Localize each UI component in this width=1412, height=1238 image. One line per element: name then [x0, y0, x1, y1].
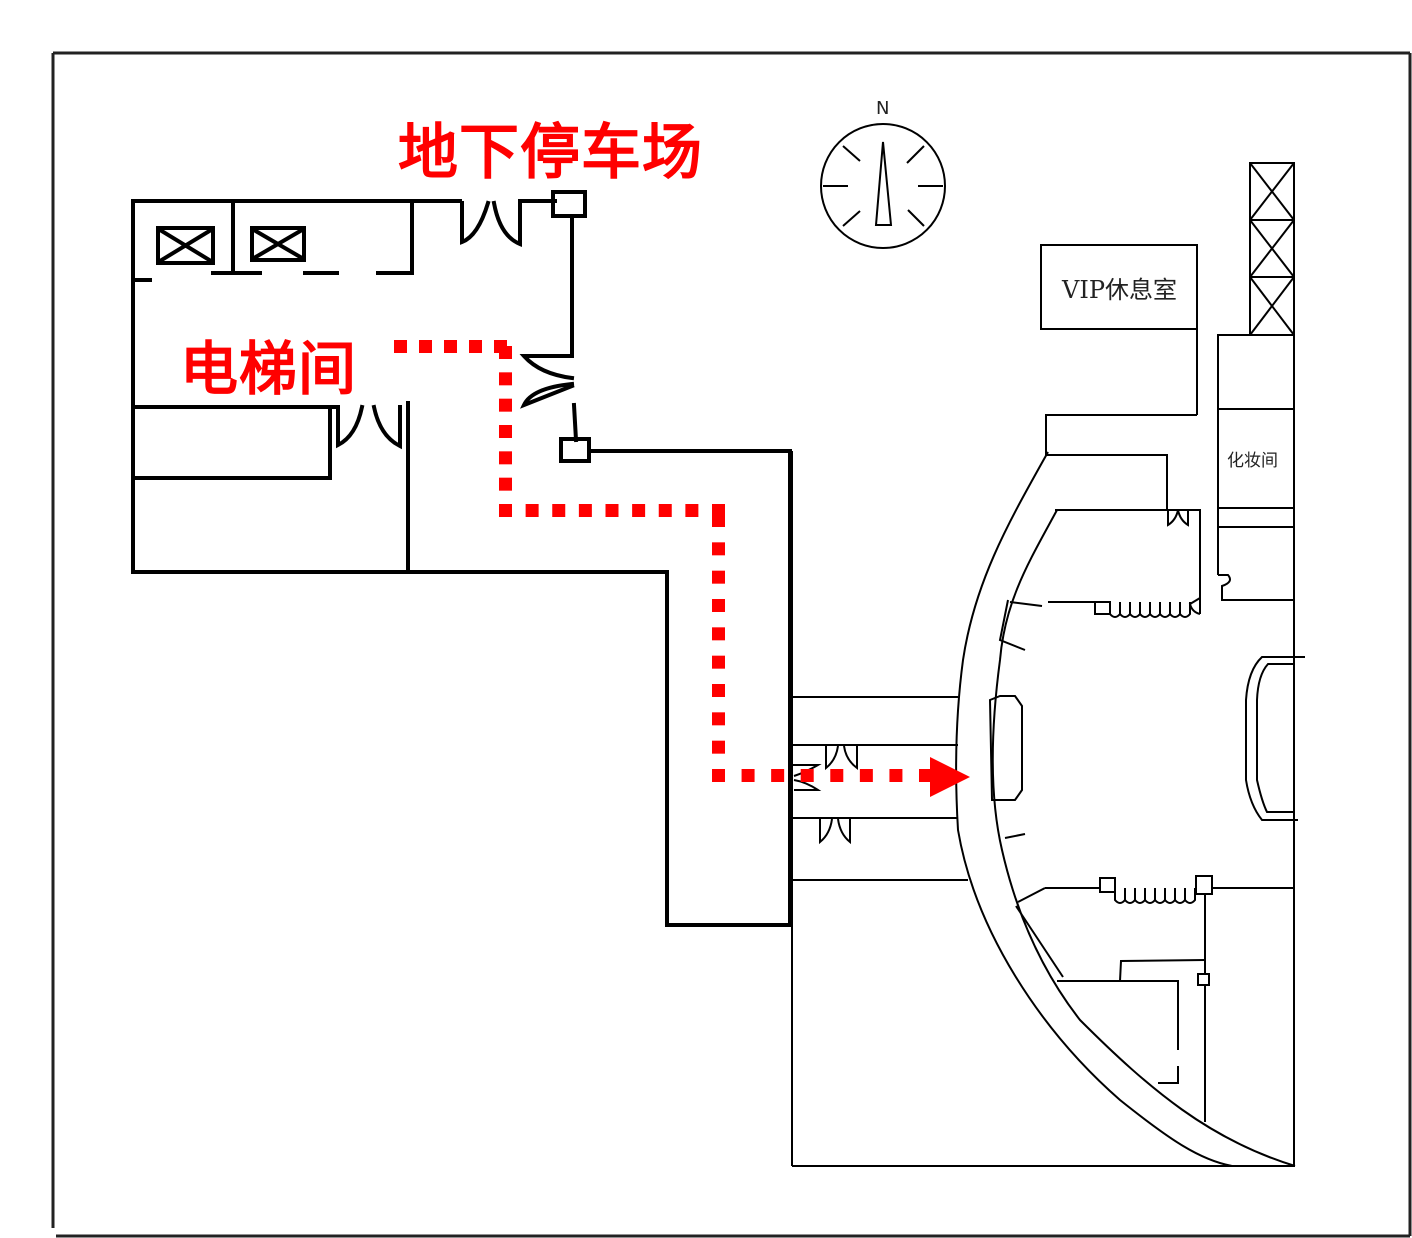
door-icon: [519, 354, 575, 409]
route-dot: [919, 769, 932, 782]
route-dot: [658, 504, 672, 517]
elevator-icon: [156, 226, 215, 265]
makeup-room-label: 化妆间: [1227, 451, 1278, 471]
door-leaf: [1159, 602, 1171, 618]
route-dot: [859, 769, 873, 782]
door-leaf: [1129, 602, 1141, 618]
compass-icon: [820, 123, 946, 249]
route-dot: [771, 769, 785, 782]
route-dot: [499, 451, 512, 465]
venue-walls: [955, 162, 1305, 1167]
route-dot: [830, 769, 844, 782]
elevator-hall-walls: [131, 190, 792, 927]
route-dot: [394, 340, 407, 353]
column-icon: [1094, 601, 1213, 986]
door-leaf: [1124, 888, 1136, 904]
vip-lounge-label: VIP休息室: [1062, 276, 1177, 304]
route-dot: [712, 504, 725, 517]
door-leaf: [1174, 888, 1186, 904]
door-leaf: [1154, 888, 1166, 904]
route-dot: [712, 627, 725, 641]
door-leaf: [1169, 602, 1181, 618]
door-leaf: [1109, 602, 1121, 618]
door-row-icon: [1109, 602, 1196, 904]
route-dot: [741, 769, 755, 782]
route-dot: [605, 504, 619, 517]
door-leaf: [1184, 888, 1196, 904]
route-dot: [552, 504, 566, 517]
door-icon: [1167, 509, 1201, 615]
door-leaf: [1139, 602, 1151, 618]
route-dot: [889, 769, 903, 782]
route-dot: [712, 740, 725, 754]
route-path: [394, 340, 932, 782]
door-leaf: [1144, 888, 1156, 904]
door-leaf: [1114, 888, 1126, 904]
route-dot: [499, 477, 512, 491]
door-leaf: [1134, 888, 1146, 904]
elevator-icon: [250, 226, 306, 262]
route-dot: [499, 346, 512, 359]
route-dot: [712, 542, 725, 556]
route-dot: [499, 504, 512, 517]
route-dot: [712, 599, 725, 612]
route-dot: [712, 712, 725, 726]
door-icon: [793, 745, 858, 845]
door-icon: [460, 200, 522, 247]
route-dot: [499, 425, 512, 438]
elevator-hall-label: 电梯间: [180, 335, 358, 403]
route-dot: [800, 769, 814, 782]
route-dot: [444, 340, 457, 353]
route-dot: [712, 769, 725, 782]
route-dot: [685, 504, 699, 517]
map-frame: [51, 51, 1412, 1238]
route-arrow-icon: [930, 757, 970, 797]
door-icon: [336, 404, 402, 450]
door-leaf: [1164, 888, 1176, 904]
route-dot: [499, 372, 512, 386]
route-dot: [632, 504, 646, 517]
route-dot: [499, 398, 512, 412]
door-leaf: [1179, 602, 1191, 618]
route-dot: [712, 570, 725, 584]
door-leaf: [1149, 602, 1161, 618]
route-dot: [712, 655, 725, 669]
route-dot: [712, 684, 725, 697]
route-dot: [419, 340, 432, 353]
route-dot: [525, 504, 539, 517]
route-dot: [712, 514, 725, 527]
corridor-walls: [791, 451, 1295, 1167]
route-dot: [578, 504, 592, 517]
compass-north-label: N: [876, 98, 890, 119]
route-dot: [469, 340, 482, 353]
parking-label: 地下停车场: [398, 118, 703, 188]
door-leaf: [1119, 602, 1131, 618]
